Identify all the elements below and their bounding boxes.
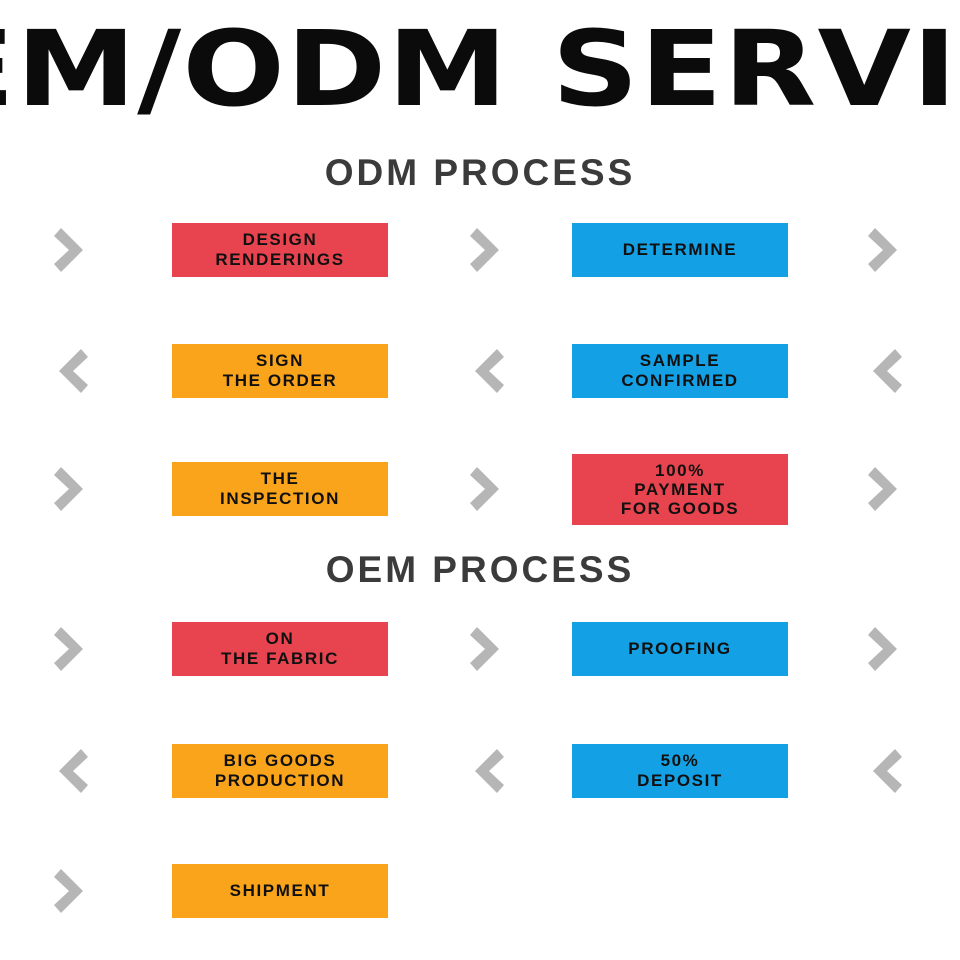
process-row: ON THE FABRIC PROOFING (0, 608, 960, 690)
step-box-sample-confirmed[interactable]: SAMPLE CONFIRMED (572, 330, 788, 412)
step-box-label: SHIPMENT (172, 864, 388, 918)
banner: OEM/ODM SERVICE (0, 0, 960, 140)
section-heading-odm: ODM PROCESS (324, 152, 636, 193)
chevron-left-icon (36, 730, 106, 812)
chevron-left-icon (850, 330, 920, 412)
step-box-100-percent-payment-for-goods[interactable]: 100% PAYMENT FOR GOODS (572, 448, 788, 530)
page-title: OEM/ODM SERVICE (0, 8, 960, 130)
step-box-on-the-fabric[interactable]: ON THE FABRIC (172, 608, 388, 690)
step-box-label: 50% DEPOSIT (572, 744, 788, 798)
step-box-label: SAMPLE CONFIRMED (572, 344, 788, 398)
chevron-right-icon (850, 608, 920, 690)
step-box-label: 100% PAYMENT FOR GOODS (572, 453, 788, 525)
step-box-label: DESIGN RENDERINGS (172, 223, 388, 277)
chevron-right-icon (452, 608, 522, 690)
step-box-label: BIG GOODS PRODUCTION (172, 744, 388, 798)
chevron-right-icon (850, 209, 920, 291)
step-box-determine[interactable]: DETERMINE (572, 209, 788, 291)
chevron-right-icon (850, 448, 920, 530)
chevron-right-icon (452, 448, 522, 530)
step-box-label: DETERMINE (572, 223, 788, 277)
step-box-label: PROOFING (572, 622, 788, 676)
step-box-label: SIGN THE ORDER (172, 344, 388, 398)
chevron-right-icon (36, 448, 106, 530)
process-row: DESIGN RENDERINGS DETERMINE (0, 209, 960, 291)
process-row: THE INSPECTION 100% PAYMENT FOR GOODS (0, 448, 960, 530)
step-box-big-goods-production[interactable]: BIG GOODS PRODUCTION (172, 730, 388, 812)
chevron-left-icon (452, 730, 522, 812)
step-box-the-inspection[interactable]: THE INSPECTION (172, 448, 388, 530)
process-row: SHIPMENT (0, 850, 960, 932)
chevron-left-icon (850, 730, 920, 812)
chevron-right-icon (452, 209, 522, 291)
step-box-sign-the-order[interactable]: SIGN THE ORDER (172, 330, 388, 412)
section-heading-oem: OEM PROCESS (325, 549, 635, 590)
step-box-shipment[interactable]: SHIPMENT (172, 850, 388, 932)
process-row: BIG GOODS PRODUCTION 50% DEPOSIT (0, 730, 960, 812)
chevron-right-icon (36, 209, 106, 291)
step-box-label: THE INSPECTION (172, 462, 388, 516)
chevron-right-icon (36, 608, 106, 690)
step-box-label: ON THE FABRIC (172, 622, 388, 676)
chevron-left-icon (36, 330, 106, 412)
step-box-50-percent-deposit[interactable]: 50% DEPOSIT (572, 730, 788, 812)
chevron-left-icon (452, 330, 522, 412)
step-box-design-renderings[interactable]: DESIGN RENDERINGS (172, 209, 388, 291)
process-row: SIGN THE ORDER SAMPLE CONFIRMED (0, 330, 960, 412)
step-box-proofing[interactable]: PROOFING (572, 608, 788, 690)
chevron-right-icon (36, 850, 106, 932)
